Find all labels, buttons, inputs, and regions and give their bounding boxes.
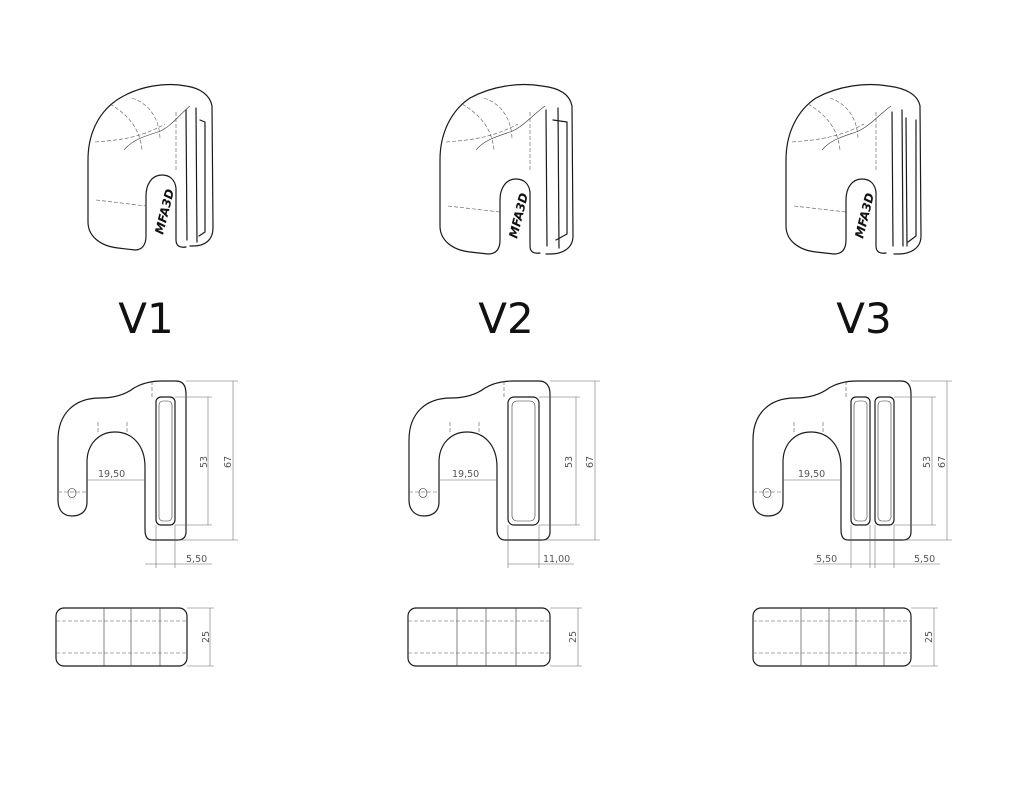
v1-dim-inner-width: 19,50	[98, 469, 125, 480]
v3-side-view: 25	[752, 607, 938, 667]
v3-dim-overall-height: 67	[937, 456, 948, 468]
v3-isometric-view: MFA3D	[785, 83, 922, 255]
variant-v3: MFA3D V3 19,50 53 67 5,50	[752, 83, 952, 667]
v1-dim-overall-height: 67	[223, 456, 234, 468]
v2-dim-thickness: 25	[568, 631, 579, 643]
v2-side-view: 25	[407, 607, 582, 667]
v1-dim-slot-height: 53	[199, 456, 210, 468]
v2-front-view: 19,50 53 67 11,00	[408, 380, 600, 568]
v2-dim-inner-width: 19,50	[452, 469, 479, 480]
v2-dim-overall-height: 67	[585, 456, 596, 468]
v1-side-view: 25	[55, 607, 214, 667]
v1-dim-thickness: 25	[201, 631, 212, 643]
variant-v1: MFA3D V1 19,50 53 67 5,50	[55, 83, 238, 667]
v2-label: V2	[478, 294, 533, 343]
v3-dim-slot-height: 53	[922, 456, 933, 468]
v1-isometric-view: MFA3D	[87, 83, 214, 251]
v3-dim-slot-width-right: 5,50	[914, 554, 935, 565]
v3-label: V3	[836, 294, 891, 343]
v3-logo: MFA3D	[852, 191, 877, 239]
v1-dim-slot-width: 5,50	[186, 554, 207, 565]
v2-logo: MFA3D	[506, 191, 531, 239]
v3-dim-slot-width-left: 5,50	[816, 554, 837, 565]
v1-label: V1	[118, 294, 173, 343]
v3-dim-thickness: 25	[924, 631, 935, 643]
variant-v2: MFA3D V2 19,50 53 67 11,00	[407, 83, 600, 667]
v2-isometric-view: MFA3D	[439, 83, 574, 255]
v1-logo: MFA3D	[152, 187, 177, 235]
v1-front-view: 19,50 53 67 5,50	[57, 380, 238, 568]
v3-front-view: 19,50 53 67 5,50 5,50	[752, 380, 952, 568]
v2-dim-slot-height: 53	[564, 456, 575, 468]
v2-dim-slot-width: 11,00	[543, 554, 570, 565]
v3-dim-inner-width: 19,50	[798, 469, 825, 480]
